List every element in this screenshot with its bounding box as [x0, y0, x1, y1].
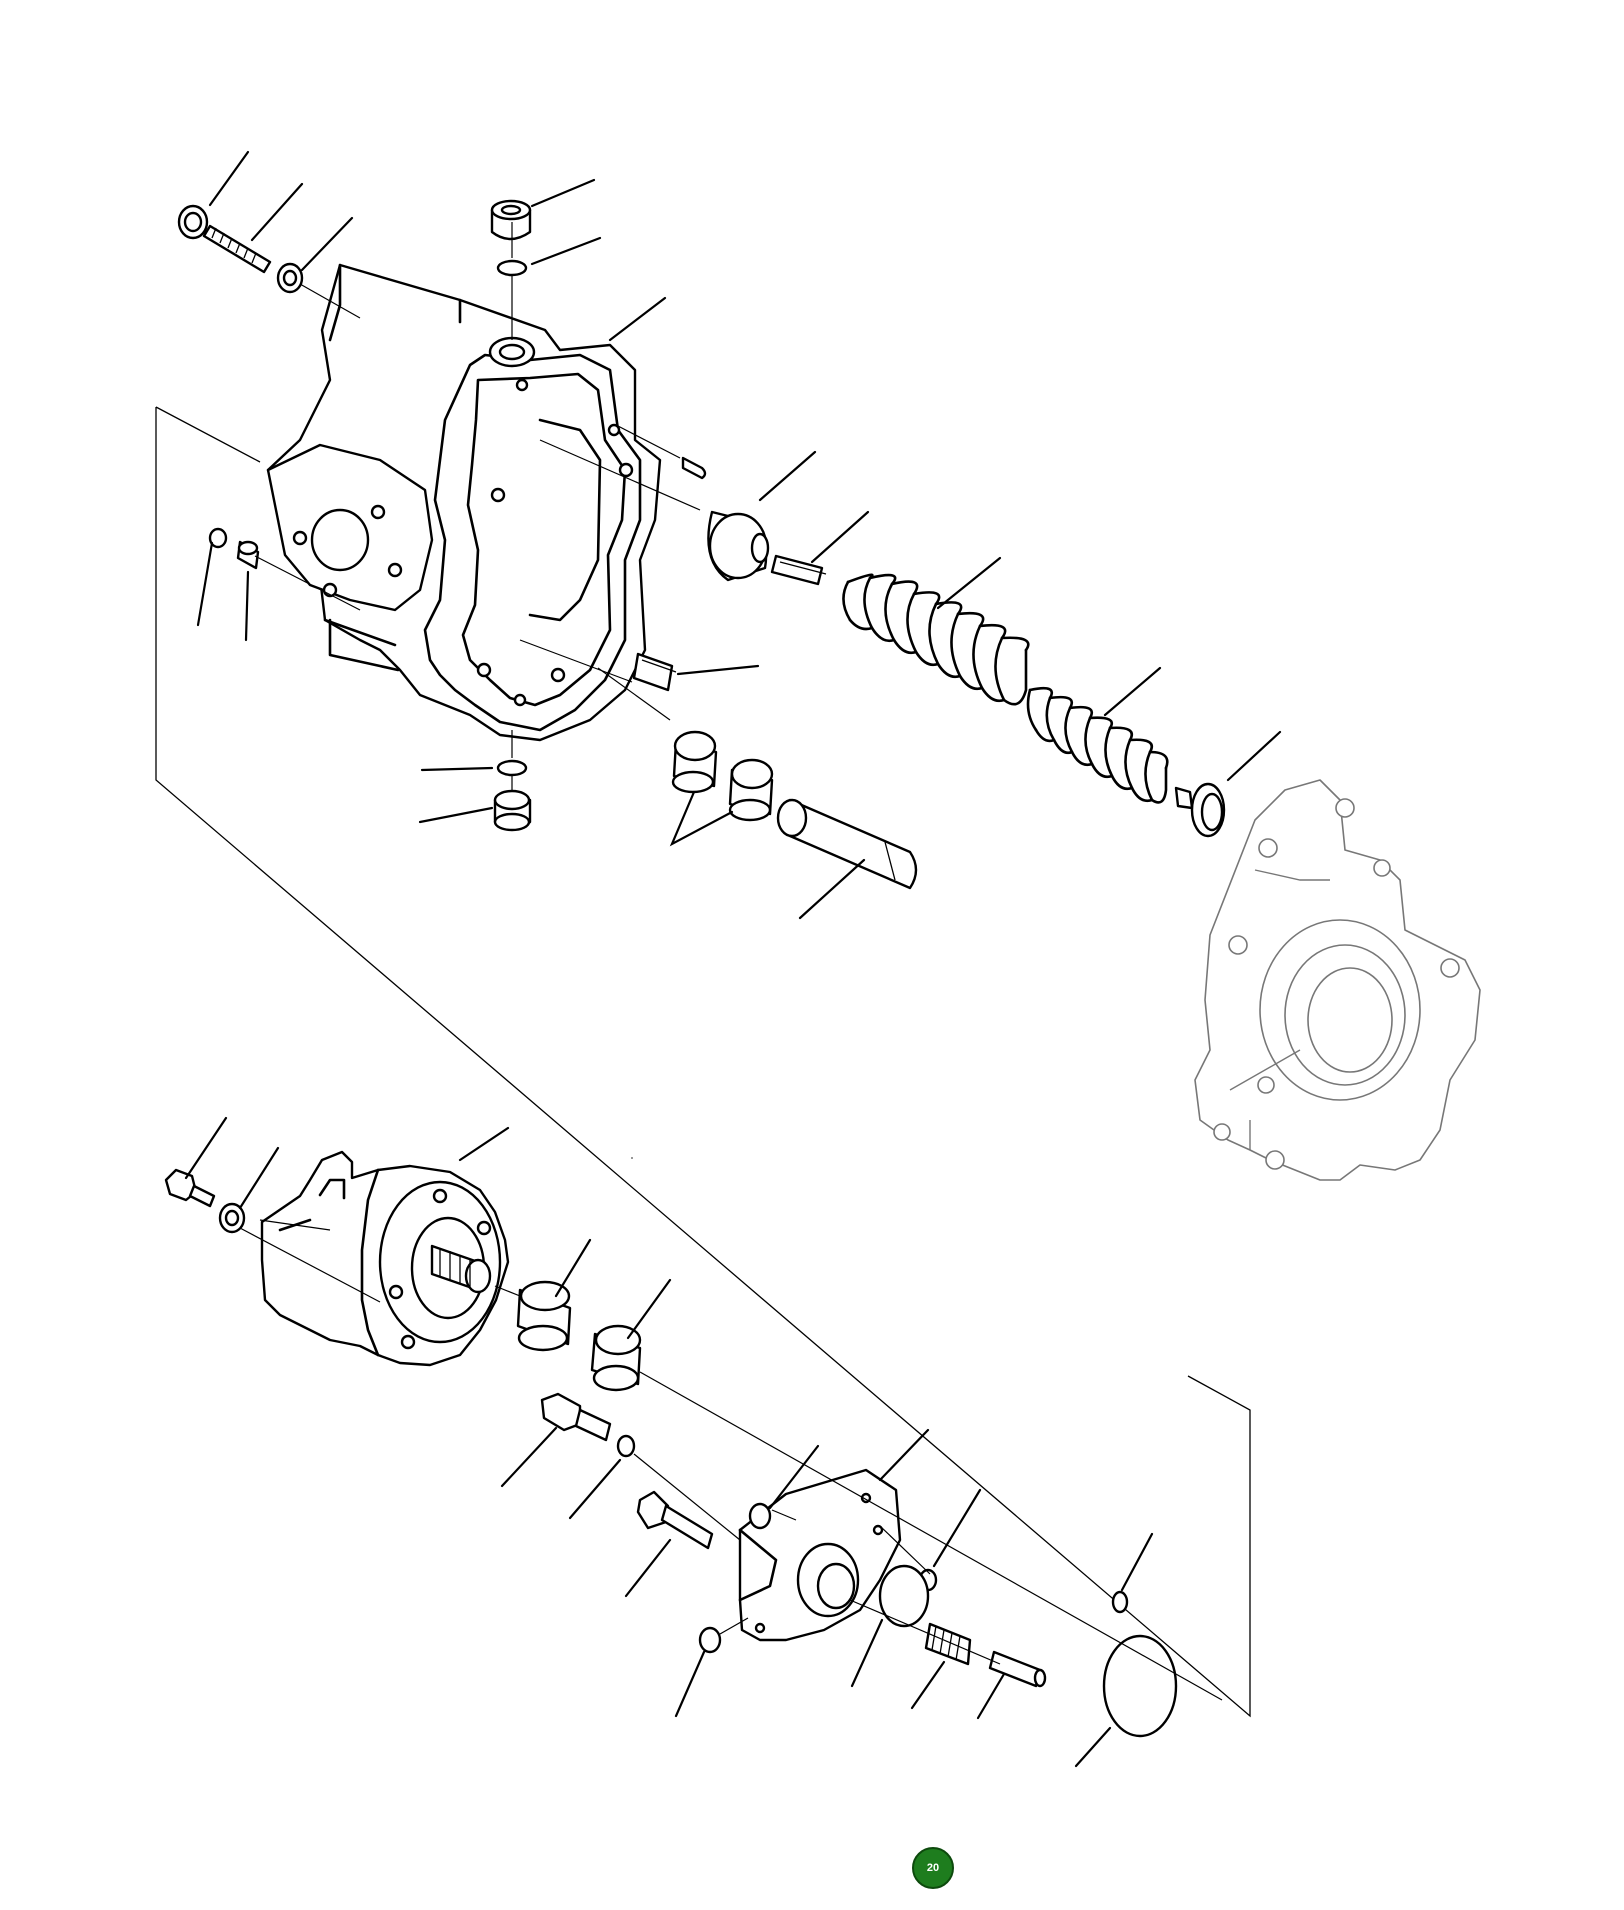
control-spool — [776, 798, 918, 890]
hydraulic-fitting — [540, 1392, 612, 1442]
small-o-ring-far — [1111, 1590, 1129, 1614]
spring-seat-cup — [707, 510, 770, 582]
bottom-small-set-screw — [698, 1626, 722, 1654]
bottom-leaders — [184, 1116, 1154, 1768]
manifold-set-screw — [748, 1502, 772, 1530]
threaded-plug — [924, 1622, 972, 1666]
top-axes — [254, 222, 701, 792]
pump-housing — [266, 263, 662, 742]
page-number-badge: 20 — [912, 1847, 954, 1889]
inner-spring — [1026, 686, 1169, 804]
bottom-axes — [239, 1219, 1223, 1701]
manifold-cap-screw — [636, 1490, 714, 1550]
top-o-ring — [496, 259, 528, 277]
large-o-ring — [1102, 1634, 1178, 1738]
bottom-plug — [493, 789, 532, 832]
left-set-screw — [236, 540, 260, 570]
bottom-o-ring — [496, 759, 528, 777]
lower-dowel-pin — [632, 652, 677, 692]
bushing-1 — [671, 730, 718, 794]
fitting-o-ring — [616, 1434, 636, 1458]
manifold-o-ring — [878, 1564, 930, 1628]
top-left-threaded-rod — [202, 224, 272, 274]
gear-pump-shaft — [430, 1244, 492, 1294]
top-left-bolt — [177, 204, 209, 240]
main-pump-body-reference — [1194, 779, 1481, 1181]
coupling-ring — [590, 1324, 642, 1392]
left-small-o-ring — [208, 527, 228, 549]
top-dowel-pin — [681, 456, 707, 480]
valve-manifold — [738, 1468, 902, 1642]
page-number-label: 20 — [926, 1862, 940, 1874]
bottom-washer — [218, 1202, 246, 1234]
top-leaders — [196, 150, 1282, 920]
spring-adjuster-screw — [1174, 782, 1226, 838]
guide-pin — [770, 554, 827, 586]
assembly-frame — [155, 406, 1251, 1718]
top-plug — [490, 199, 532, 241]
top-left-sleeve-nut — [276, 262, 304, 294]
bottom-cap-screw — [164, 1168, 216, 1208]
outer-spring — [842, 573, 1030, 706]
coupling-sleeve — [516, 1280, 572, 1352]
bushing-2 — [728, 758, 774, 822]
stray-dot — [631, 1157, 633, 1159]
cylindrical-pin — [988, 1650, 1047, 1688]
